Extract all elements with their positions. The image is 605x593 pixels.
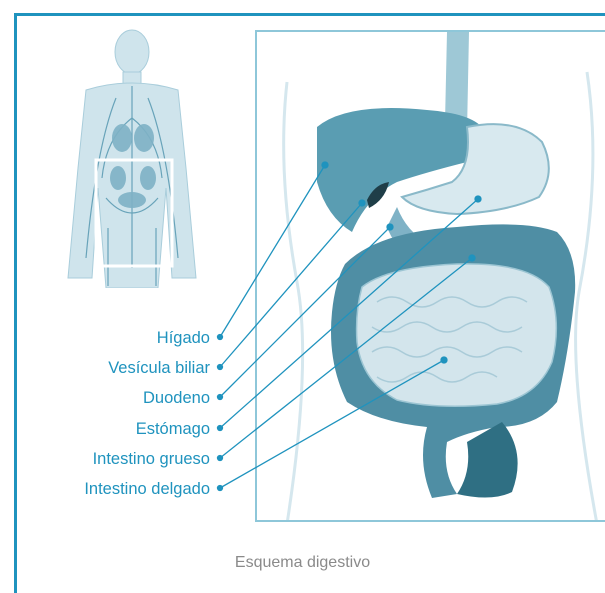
- digestive-illustration: [257, 32, 605, 522]
- small-intestine-shape: [357, 264, 557, 406]
- label-liver: Hígado: [157, 328, 210, 348]
- label-duodenum: Duodeno: [143, 388, 210, 408]
- label-small-intestine: Intestino delgado: [84, 479, 210, 499]
- label-stomach: Estómago: [136, 419, 210, 439]
- figure-caption: Esquema digestivo: [0, 554, 605, 572]
- label-large-intestine: Intestino grueso: [93, 449, 210, 469]
- body-overview-thumbnail: [46, 28, 218, 288]
- label-gallbladder: Vesícula biliar: [108, 358, 210, 378]
- digestive-diagram: [255, 30, 605, 522]
